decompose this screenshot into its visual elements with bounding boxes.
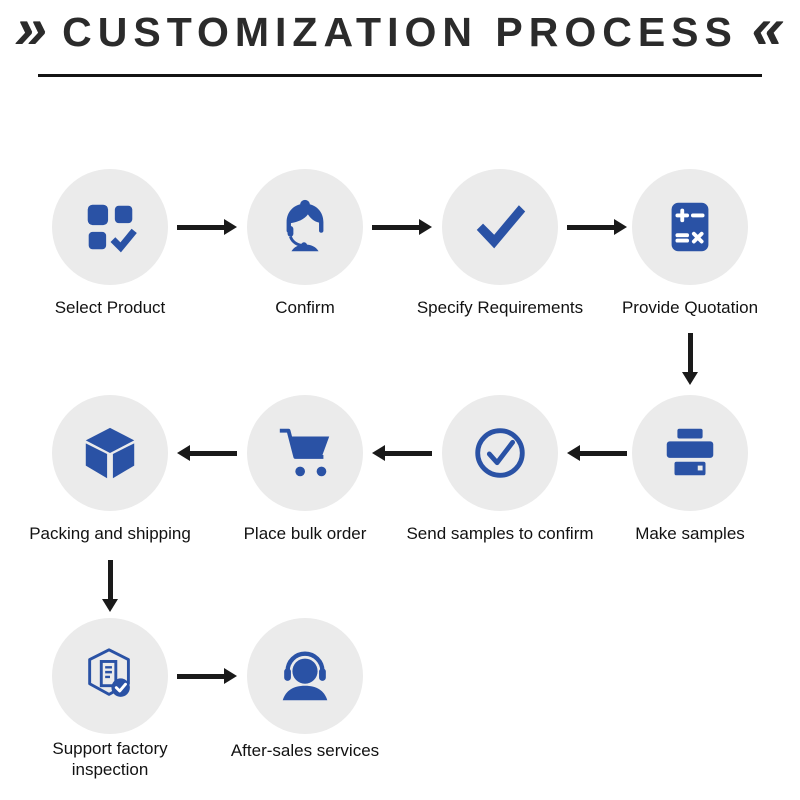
arrow-down-icon bbox=[681, 333, 699, 385]
circle-check-icon bbox=[469, 422, 531, 484]
step-circle-factory-inspection bbox=[52, 618, 168, 734]
printer-icon bbox=[659, 422, 721, 484]
inspection-badge-icon bbox=[79, 645, 141, 707]
arrow-right-icon bbox=[177, 667, 237, 685]
step-label: Select Product bbox=[54, 298, 166, 317]
step-circle-packing-shipping bbox=[52, 395, 168, 511]
step-circle-confirm bbox=[247, 169, 363, 285]
arrow-right-icon bbox=[372, 218, 432, 236]
step-label: Provide Quotation bbox=[621, 298, 759, 317]
grid-check-icon bbox=[79, 196, 141, 258]
page-title: » CUSTOMIZATION PROCESS « bbox=[0, 0, 800, 61]
calculator-icon bbox=[659, 196, 721, 258]
step-circle-place-bulk-order bbox=[247, 395, 363, 511]
checkmark-icon bbox=[469, 196, 531, 258]
step-label: Support factory inspection bbox=[52, 739, 168, 780]
arrow-left-icon bbox=[372, 444, 432, 462]
step-label: Packing and shipping bbox=[29, 524, 191, 543]
arrow-left-icon bbox=[177, 444, 237, 462]
step-label: Confirm bbox=[275, 298, 335, 317]
step-label: Specify Requirements bbox=[416, 298, 584, 317]
shopping-cart-icon bbox=[274, 422, 336, 484]
step-label: Make samples bbox=[635, 524, 745, 543]
title-text: CUSTOMIZATION PROCESS bbox=[62, 8, 738, 55]
step-circle-make-samples bbox=[632, 395, 748, 511]
title-decor-right: « bbox=[745, 0, 792, 61]
step-circle-after-sales bbox=[247, 618, 363, 734]
arrow-right-icon bbox=[177, 218, 237, 236]
step-label: Place bulk order bbox=[243, 524, 367, 543]
title-decor-left: » bbox=[9, 0, 56, 61]
title-underline bbox=[38, 74, 762, 77]
package-box-icon bbox=[79, 422, 141, 484]
arrow-right-icon bbox=[567, 218, 627, 236]
step-circle-select-product bbox=[52, 169, 168, 285]
arrow-left-icon bbox=[567, 444, 627, 462]
step-circle-specify-requirements bbox=[442, 169, 558, 285]
arrow-down-icon bbox=[101, 560, 119, 612]
step-label: After-sales services bbox=[230, 741, 380, 760]
step-circle-provide-quotation bbox=[632, 169, 748, 285]
customer-service-icon bbox=[274, 196, 336, 258]
headset-support-icon bbox=[274, 645, 336, 707]
step-circle-send-samples bbox=[442, 395, 558, 511]
step-label: Send samples to confirm bbox=[406, 524, 594, 543]
